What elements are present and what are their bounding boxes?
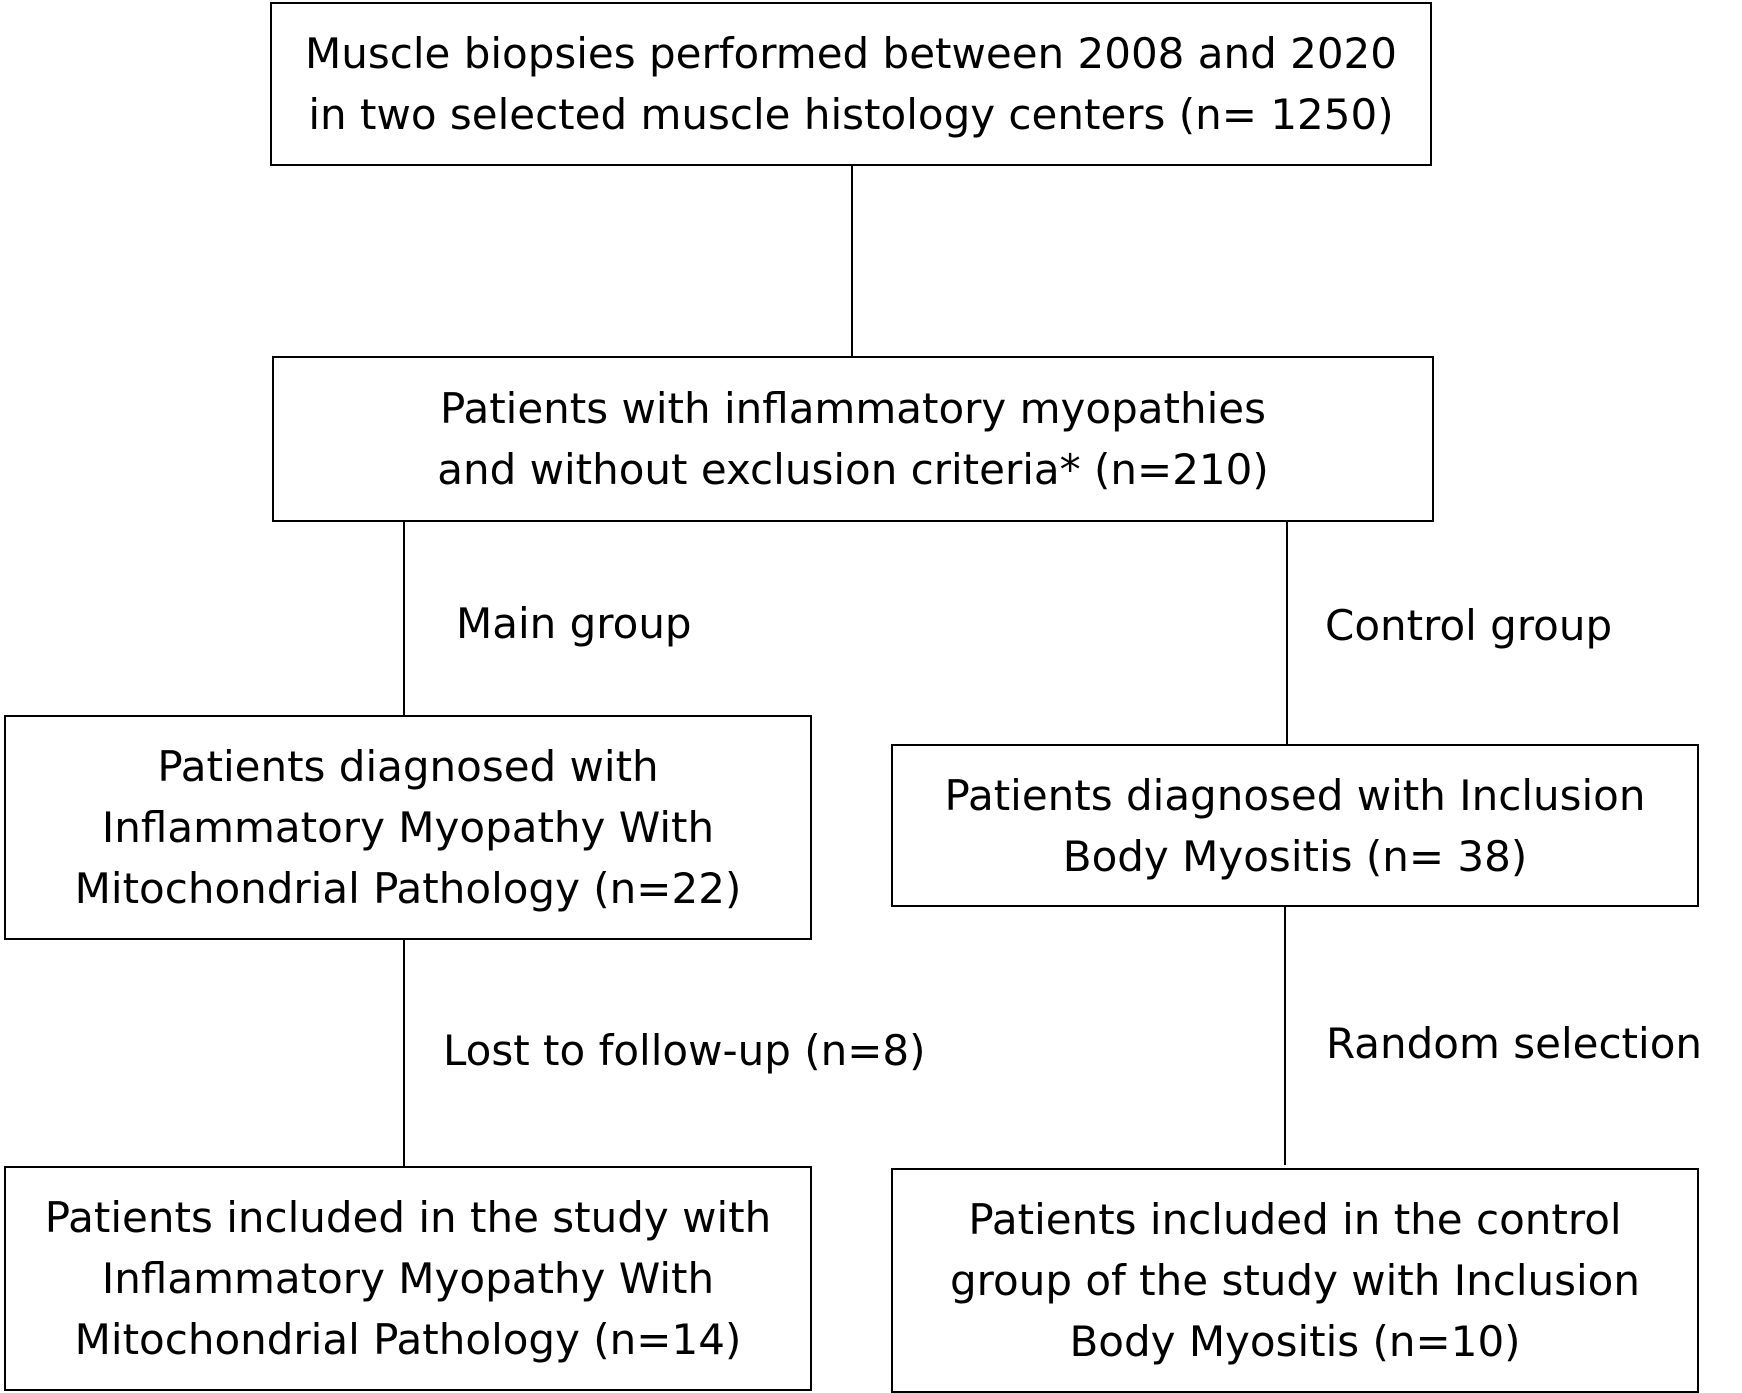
box-text-line: group of the study with Inclusion <box>950 1256 1640 1305</box>
box-text-line: and without exclusion criteria* (n=210) <box>437 445 1269 494</box>
label-main-group: Main group <box>456 599 692 648</box>
label-random-selection: Random selection <box>1326 1019 1703 1068</box>
box-text-line: Mitochondrial Pathology (n=22) <box>74 864 742 913</box>
label-control-group: Control group <box>1325 601 1613 650</box>
box-text-line: Body Myositis (n= 38) <box>1062 831 1528 881</box>
box-text-line: in two selected muscle histology centers… <box>308 90 1394 139</box>
flow-box-main-included: Patients included in the study with Infl… <box>4 1166 812 1391</box>
flow-box-main-diagnosed: Patients diagnosed with Inflammatory Myo… <box>4 715 812 940</box>
box-text-line: Inflammatory Myopathy With <box>101 803 715 852</box>
box-text-line: Patients diagnosed with Inclusion <box>944 770 1646 820</box>
flow-box-control-diagnosed: Patients diagnosed with Inclusion Body M… <box>891 744 1699 907</box>
flow-box-biopsies: Muscle biopsies performed between 2008 a… <box>270 2 1432 166</box>
box-text-line: Inflammatory Myopathy With <box>101 1254 715 1303</box>
connector-line <box>403 940 405 1166</box>
connector-line <box>1286 522 1288 744</box>
label-lost-to-follow-up: Lost to follow-up (n=8) <box>443 1026 926 1075</box>
connector-line <box>403 522 405 715</box>
flow-box-control-included: Patients included in the control group o… <box>891 1168 1699 1393</box>
box-text-line: Patients with inflammatory myopathies <box>440 384 1266 433</box>
flow-box-inflammatory-myopathies: Patients with inflammatory myopathies an… <box>272 356 1434 522</box>
box-text-line: Patients included in the study with <box>44 1193 772 1242</box>
box-text-line: Patients diagnosed with <box>157 742 659 791</box>
box-text-line: Patients included in the control <box>968 1195 1622 1244</box>
box-text-line: Body Myositis (n=10) <box>1069 1317 1521 1366</box>
connector-line <box>851 166 853 356</box>
box-text-line: Mitochondrial Pathology (n=14) <box>74 1315 742 1364</box>
box-text-line: Muscle biopsies performed between 2008 a… <box>305 29 1397 78</box>
connector-line <box>1284 907 1286 1165</box>
